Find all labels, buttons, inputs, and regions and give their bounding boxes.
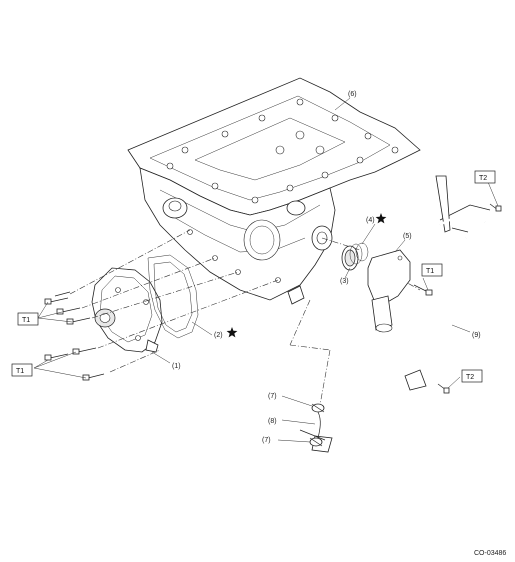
torque-label: T1 [16,368,24,375]
label-part-8: (8) [268,418,277,425]
torque-box-t1-right: T1 [421,263,443,277]
torque-box-t1-left-upper: T1 [17,312,39,326]
star-icon [226,327,238,338]
star-icon [375,213,387,224]
label-part-2: (2) [214,332,223,339]
thermostat-gasket [355,242,369,262]
case-bolt [413,284,433,296]
label-part-5: (5) [403,233,412,240]
water-pump-gasket [147,254,199,339]
label-part-7-upper: (7) [268,393,277,400]
torque-label: T1 [22,317,30,324]
replace-stars [226,213,387,338]
water-pipe [299,175,491,453]
pump-bolts-upper [44,291,91,325]
water-pump [91,267,163,353]
part-labels: (6) (1) (2) (3) (4) (5) (9) (7) (8) (7) [172,91,481,444]
hose-clamp-lower [309,437,323,447]
pipe-bolt-bottom [437,383,450,394]
torque-label: T2 [479,175,487,182]
figure-code: CO-03486 [474,550,506,557]
torque-box-t1-left-lower: T1 [11,363,33,377]
leader-lines [33,97,499,443]
torque-label: T1 [426,268,434,275]
label-part-9: (9) [472,332,481,339]
torque-box-t2-top: T2 [474,170,496,184]
torque-label: T2 [466,374,474,381]
label-part-7-lower: (7) [262,437,271,444]
hose-clamp-upper [311,403,325,413]
hose [317,411,321,439]
label-part-6: (6) [348,91,357,98]
pipe-bolt-top [489,203,502,212]
thermostat [341,243,363,271]
label-part-1: (1) [172,363,181,370]
label-part-4: (4) [366,217,375,224]
thermostat-case [367,249,411,333]
label-part-3: (3) [340,278,349,285]
torque-box-t2-bottom: T2 [461,369,483,383]
cylinder-block-assembly [127,77,421,305]
